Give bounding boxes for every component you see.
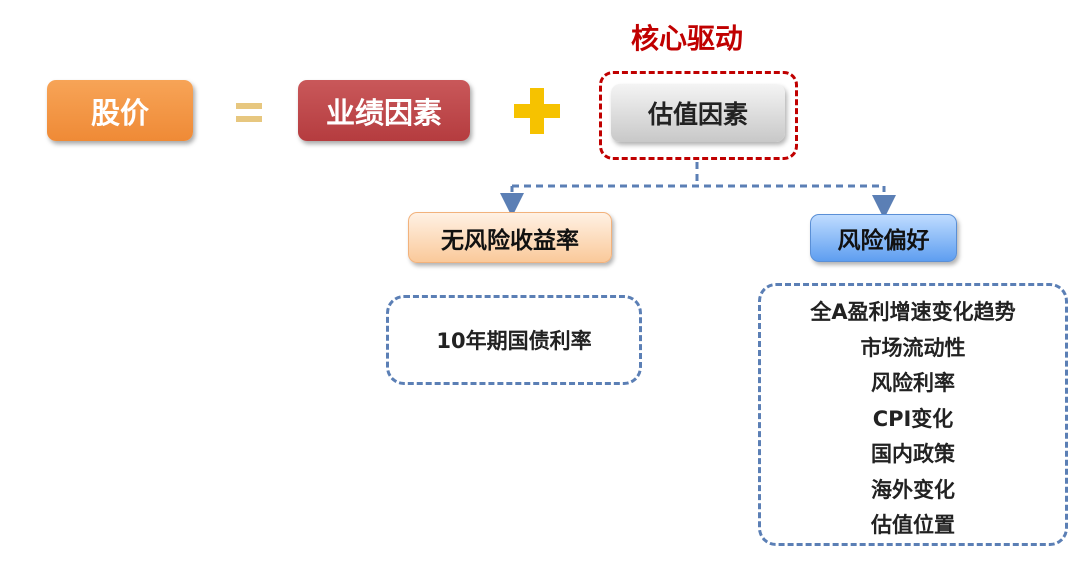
earnings-factor-box: 业绩因素: [298, 80, 470, 141]
core-driver-label: 核心驱动: [631, 22, 744, 55]
risk-free-rate-box: 无风险收益率: [408, 212, 612, 263]
list-item: 风险利率: [871, 371, 955, 395]
stock-price-box: 股价: [47, 80, 193, 141]
risk-preference-box: 风险偏好: [810, 214, 957, 262]
plus-sign: [514, 88, 560, 134]
list-item: 估值位置: [871, 513, 955, 537]
list-item: 市场流动性: [860, 335, 966, 360]
risk-preference-detail-frame: 全A盈利增速变化趋势 市场流动性 风险利率 CPI变化 国内政策 海外变化 估值…: [758, 283, 1068, 546]
risk-preference-list: 全A盈利增速变化趋势 市场流动性 风险利率 CPI变化 国内政策 海外变化 估值…: [761, 295, 1065, 544]
valuation-factor-box: 估值因素: [611, 84, 785, 142]
list-item: 国内政策: [871, 442, 955, 466]
core-driver-frame: [599, 71, 798, 160]
list-item: 海外变化: [871, 477, 955, 502]
list-item: 全A盈利增速变化趋势: [810, 300, 1016, 324]
equals-sign: [236, 103, 262, 129]
risk-free-item: 10年期国债利率: [436, 329, 592, 353]
risk-free-detail-frame: 10年期国债利率: [386, 295, 642, 385]
list-item: CPI变化: [872, 406, 954, 431]
